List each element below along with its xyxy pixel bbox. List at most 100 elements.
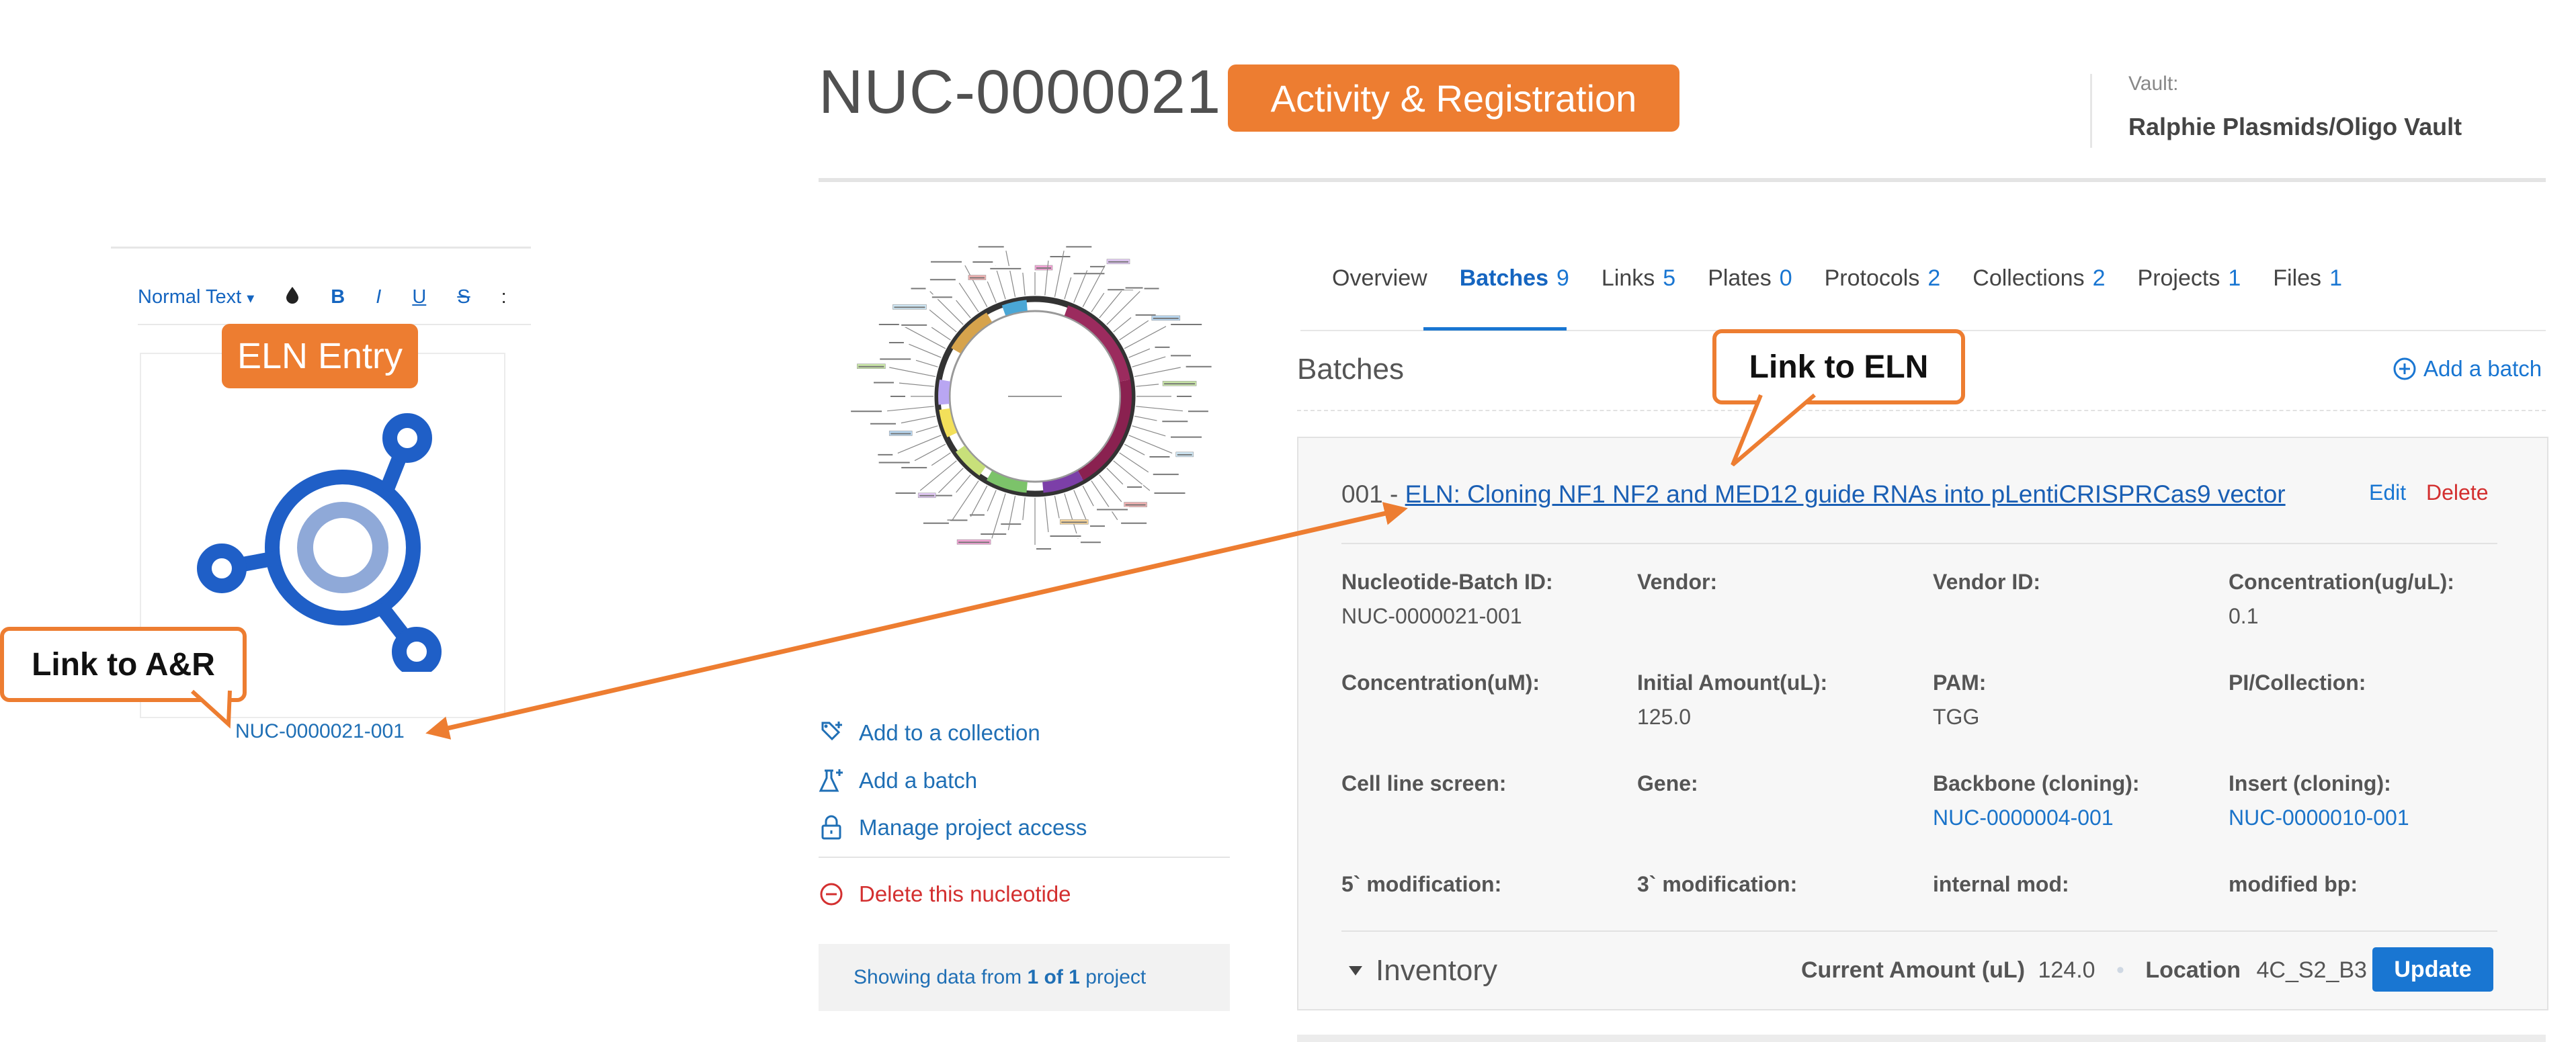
tab-count: 9 [1556,265,1569,291]
tab-protocols[interactable]: Protocols 2 [1809,265,1957,333]
bold-button[interactable]: B [331,286,345,308]
strikethrough-button[interactable]: S [457,286,470,308]
batch-field: Gene: [1637,771,1698,796]
caret-down-icon: ▾ [247,290,255,306]
field-label: Cell line screen: [1341,771,1507,795]
tab-files[interactable]: Files 1 [2257,265,2358,333]
inventory-summary: Current Amount (uL) 124.0 • Location 4C_… [1801,957,2367,984]
tab-label: Overview [1332,265,1427,291]
italic-button[interactable]: I [376,286,382,308]
batch-field: Backbone (cloning): NUC-0000004-001 [1933,771,2140,830]
batch-field: PAM:TGG [1933,670,1986,730]
batches-heading: Batches [1297,353,1404,386]
eln-entry-tag: ELN Entry [222,324,418,388]
separator-dot: • [2116,957,2124,983]
showing-data-note: Showing data from 1 of 1 project [819,944,1230,1011]
batch-field: 3` modification: [1637,872,1797,897]
batch-card [1297,437,2548,1010]
tab-label: Protocols [1824,265,1920,291]
tab-links[interactable]: Links 5 [1585,265,1692,333]
text-style-dropdown[interactable]: Normal Text ▾ [138,286,254,308]
actions-divider [819,857,1230,858]
location-value: 4C_S2_B3 [2256,957,2367,983]
add-batch-link[interactable]: Add a batch [2393,356,2542,382]
underline-button[interactable]: U [412,286,427,308]
eln-editor-panel [111,247,531,764]
activity-registration-tag: Activity & Registration [1228,64,1679,132]
field-label: Initial Amount(uL): [1637,670,1828,695]
card-divider [1341,543,2497,544]
vault-value: Ralphie Plasmids/Oligo Vault [2128,113,2462,140]
field-value-link[interactable]: NUC-0000010-001 [2229,806,2409,830]
showing-prefix: Showing data from [854,966,1022,988]
batch-eln-link[interactable]: ELN: Cloning NF1 NF2 and MED12 guide RNA… [1405,480,2286,508]
field-value-link[interactable]: NUC-0000004-001 [1933,806,2114,830]
more-options-button[interactable]: : [501,286,507,308]
eln-toolbar: Normal Text ▾ B I U S : [138,282,507,312]
tab-overview[interactable]: Overview [1316,265,1444,333]
inventory-toggle[interactable]: Inventory [1347,954,1497,988]
inventory-divider [1341,930,2497,932]
tab-label: Plates [1708,265,1772,291]
batch-field: Cell line screen: [1341,771,1506,796]
delete-batch-button[interactable]: Delete [2426,480,2489,505]
add-batch-action[interactable]: Add a batch [819,768,977,793]
update-button[interactable]: Update [2372,947,2493,992]
tab-count: 2 [1927,265,1941,291]
current-amount-label: Current Amount (uL) [1801,957,2026,983]
vault-label: Vault: [2128,73,2179,95]
tab-count: 5 [1663,265,1676,291]
batch-field: Insert (cloning): NUC-0000010-001 [2229,771,2409,830]
ink-drop-icon[interactable] [285,286,300,310]
delete-nucleotide-label: Delete this nucleotide [859,881,1071,906]
field-label: PI/Collection: [2229,670,2366,695]
field-label: modified bp: [2229,872,2358,896]
inventory-title: Inventory [1376,954,1497,987]
edit-batch-button[interactable]: Edit [2369,480,2407,505]
location-label: Location [2145,957,2241,983]
tab-label: Links [1601,265,1655,291]
action-label: Manage project access [859,815,1087,840]
batch-field: 5` modification: [1341,872,1501,897]
tab-label: Projects [2137,265,2220,291]
field-value: TGG [1933,705,1980,729]
page-title: NUC-0000021 [819,58,1222,126]
field-value: 125.0 [1637,705,1692,729]
batch-number: 001 - [1341,480,1405,508]
action-label: Add a batch [859,768,978,793]
tab-count: 1 [2329,265,2342,291]
plasmid-map-image [849,244,1213,551]
tab-batches[interactable]: Batches 9 [1444,265,1585,333]
field-label: Insert (cloning): [2229,771,2391,795]
field-value: NUC-0000021-001 [1341,604,1522,628]
batch-field: Initial Amount(uL): 125.0 [1637,670,1827,730]
batch-field: PI/Collection: [2229,670,2366,695]
tab-label: Files [2273,265,2322,291]
add-to-collection-action[interactable]: Add to a collection [819,720,1040,746]
field-label: Vendor ID: [1933,570,2041,594]
field-label: Vendor: [1637,570,1718,594]
active-tab-indicator [1423,327,1567,331]
field-label: internal mod: [1933,872,2069,896]
tab-label: Batches [1459,265,1548,291]
text-style-label: Normal Text [138,286,242,308]
manage-project-access-action[interactable]: Manage project access [819,815,1087,840]
field-label: Concentration(ug/uL): [2229,570,2454,594]
batches-divider [1297,410,2546,413]
add-batch-label: Add a batch [2423,356,2542,381]
eln-batch-link[interactable]: NUC-0000021-001 [235,720,405,742]
tab-count: 2 [2092,265,2106,291]
delete-nucleotide-action[interactable]: Delete this nucleotide [819,881,1071,907]
caret-down-icon [1349,966,1362,975]
next-card-edge [1297,1035,2546,1042]
field-value: 0.1 [2229,604,2259,628]
tab-projects[interactable]: Projects 1 [2122,265,2257,333]
tab-count: 0 [1779,265,1792,291]
tab-plates[interactable]: Plates 0 [1692,265,1808,333]
plus-circle-icon [2393,357,2416,380]
field-label: Backbone (cloning): [1933,771,2140,795]
tab-count: 1 [2228,265,2241,291]
batch-field: Nucleotide-Batch ID:NUC-0000021-001 [1341,570,1553,629]
